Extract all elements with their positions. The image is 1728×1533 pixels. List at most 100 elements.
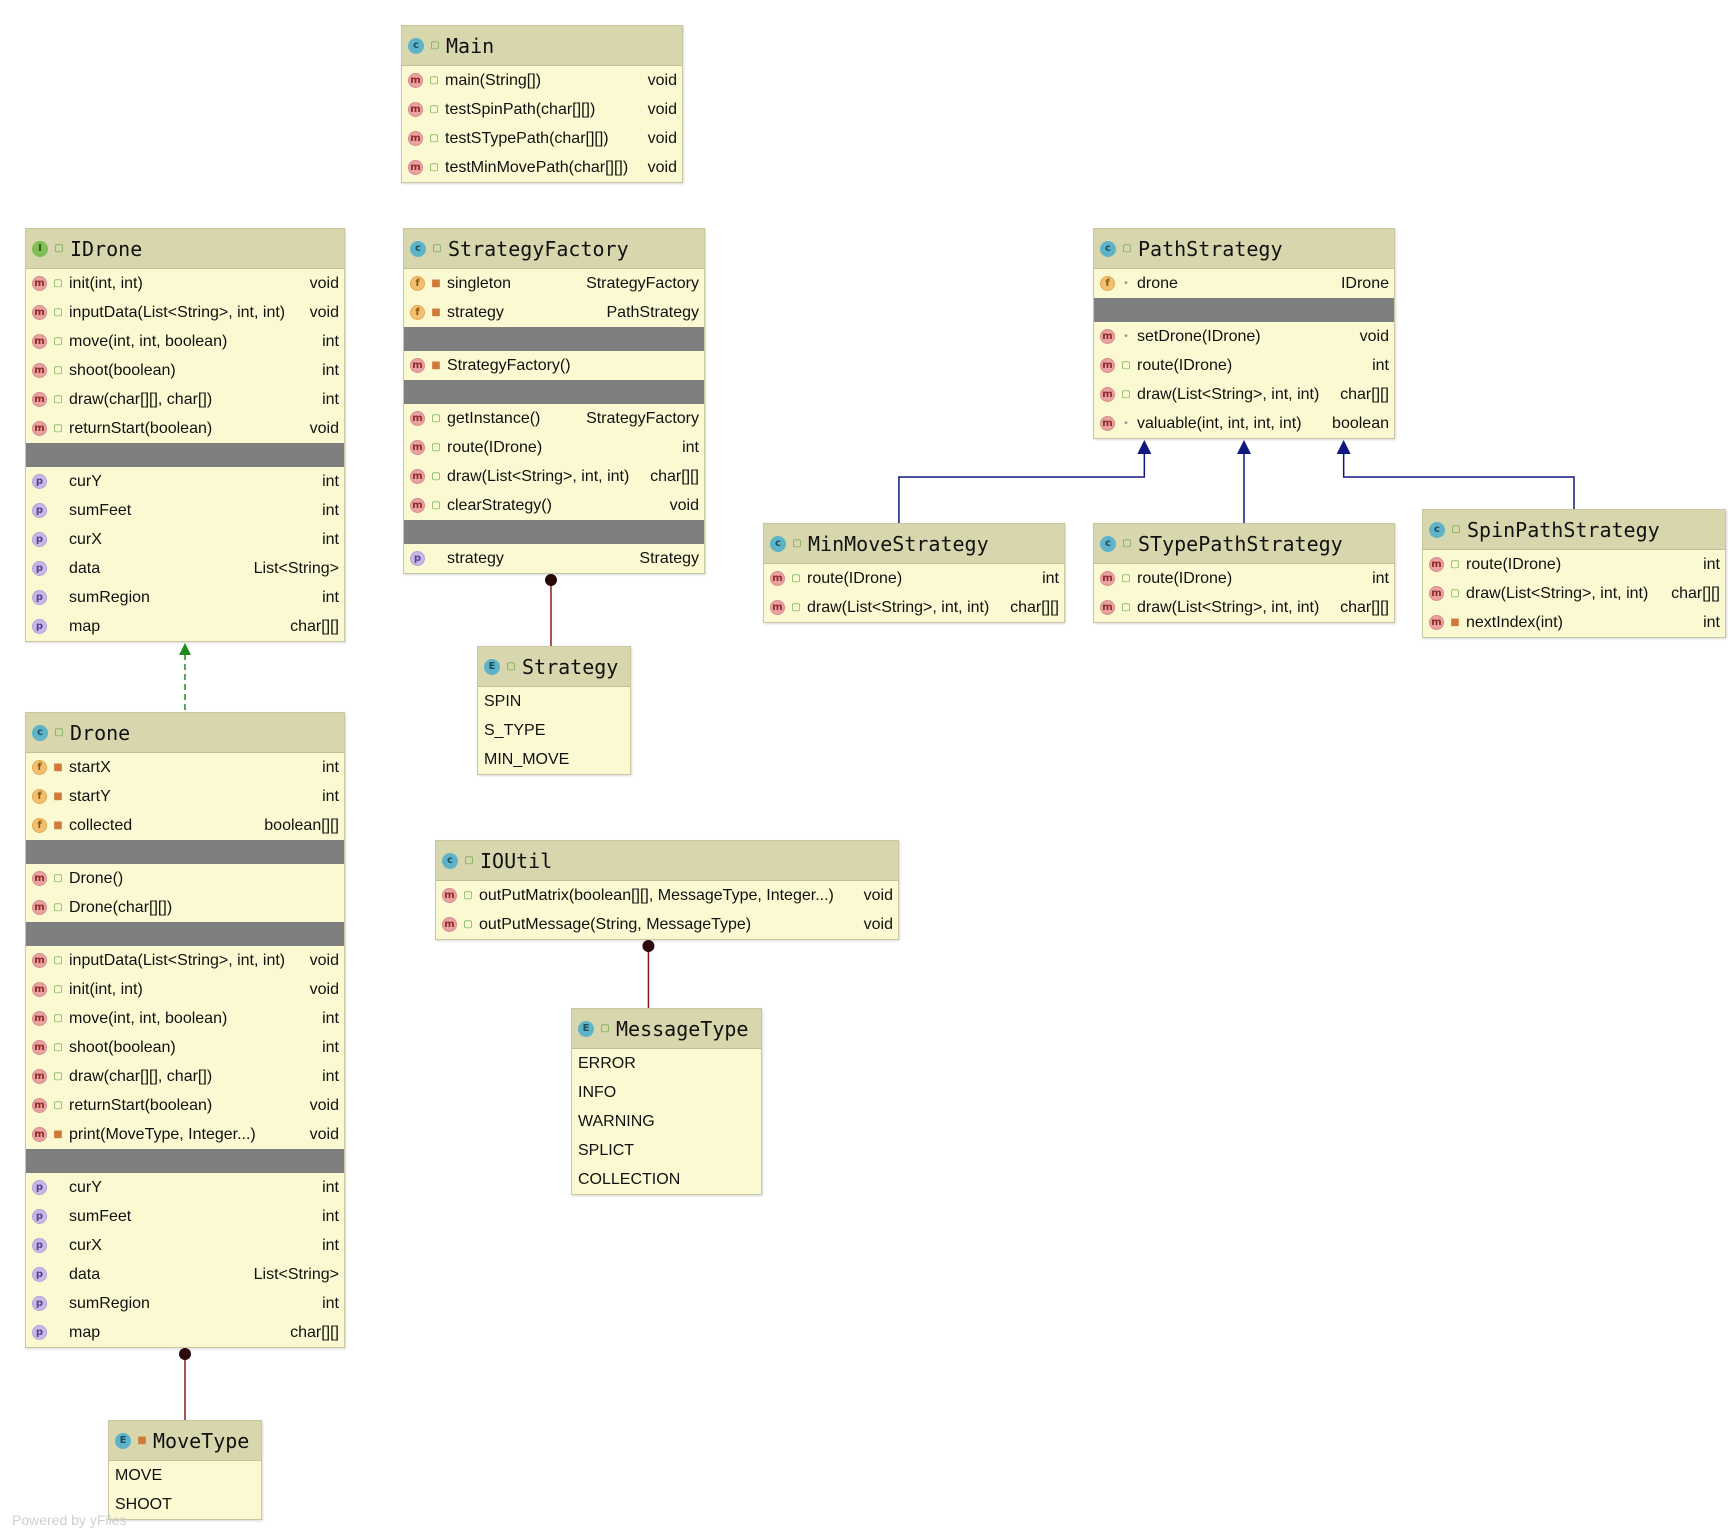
interface-icon: I [32, 240, 48, 257]
method-row[interactable]: m▢route(IDrone)int [1094, 351, 1394, 380]
method-icon: m [1429, 557, 1444, 572]
method-row[interactable]: m▢returnStart(boolean)void [26, 414, 344, 443]
member-name: setDrone(IDrone) [1137, 327, 1261, 345]
method-row[interactable]: m▢Drone() [26, 864, 344, 893]
method-row[interactable]: m▢draw(List<String>, int, int)char[][] [1423, 579, 1725, 608]
method-row[interactable]: m▢route(IDrone)int [764, 564, 1064, 593]
method-row[interactable]: m■StrategyFactory() [404, 351, 704, 380]
method-row[interactable]: m■nextIndex(int)int [1423, 608, 1725, 637]
method-row[interactable]: m▢outPutMatrix(boolean[][], MessageType,… [436, 881, 898, 910]
method-row[interactable]: m▢draw(List<String>, int, int)char[][] [1094, 593, 1394, 622]
property-icon: p [32, 561, 47, 576]
method-row[interactable]: m▢inputData(List<String>, int, int)void [26, 946, 344, 975]
method-row[interactable]: m▢getInstance()StrategyFactory [404, 404, 704, 433]
member-type: int [322, 501, 339, 519]
member-type: void [309, 1096, 339, 1114]
method-row[interactable]: m▢main(String[])void [402, 66, 682, 95]
member-type: int [322, 390, 339, 408]
unlock-icon: ▢ [53, 955, 63, 966]
key-icon: • [1123, 278, 1129, 289]
method-row[interactable]: m▢draw(List<String>, int, int)char[][] [1094, 380, 1394, 409]
method-icon: m [770, 600, 785, 615]
member-name: valuable(int, int, int, int) [1137, 414, 1302, 432]
constant-name: WARNING [578, 1112, 655, 1130]
method-row[interactable]: m▢move(int, int, boolean)int [26, 1004, 344, 1033]
member-type: int [322, 472, 339, 490]
method-row[interactable]: m▢draw(List<String>, int, int)char[][] [404, 462, 704, 491]
enum-constant: MIN_MOVE [478, 745, 630, 774]
method-row[interactable]: m▢testSTypePath(char[][])void [402, 124, 682, 153]
extends-arrowhead [1336, 440, 1351, 454]
member-type: int [1372, 356, 1389, 374]
member-type: PathStrategy [606, 303, 700, 321]
member-name: Drone() [69, 869, 124, 887]
method-row[interactable]: m▢shoot(boolean)int [26, 356, 344, 385]
method-row[interactable]: m▢draw(List<String>, int, int)char[][] [764, 593, 1064, 622]
member-name: curY [69, 472, 102, 490]
method-row[interactable]: m▢Drone(char[][]) [26, 893, 344, 922]
method-row[interactable]: m▢shoot(boolean)int [26, 1033, 344, 1062]
constant-name: SPLICT [578, 1141, 635, 1159]
method-row[interactable]: m▢testMinMovePath(char[][])void [402, 153, 682, 182]
method-row[interactable]: m▢init(int, int)void [26, 975, 344, 1004]
unlock-icon: ▢ [431, 442, 441, 453]
unlock-icon: ▢ [429, 75, 439, 86]
method-row[interactable]: m▢testSpinPath(char[][])void [402, 95, 682, 124]
method-icon: m [32, 276, 47, 291]
method-row[interactable]: m■print(MoveType, Integer...)void [26, 1120, 344, 1149]
method-row[interactable]: m▢draw(char[][], char[])int [26, 385, 344, 414]
method-row[interactable]: m▢route(IDrone)int [404, 433, 704, 462]
method-row[interactable]: m▢inputData(List<String>, int, int)void [26, 298, 344, 327]
method-row[interactable]: m▢draw(char[][], char[])int [26, 1062, 344, 1091]
method-row[interactable]: m•valuable(int, int, int, int)boolean [1094, 409, 1394, 438]
method-row[interactable]: m▢returnStart(boolean)void [26, 1091, 344, 1120]
method-row[interactable]: m▢move(int, int, boolean)int [26, 327, 344, 356]
member-type: int [322, 332, 339, 350]
method-icon: m [1429, 615, 1444, 630]
method-row[interactable]: m▢route(IDrone)int [1094, 564, 1394, 593]
method-row[interactable]: m•setDrone(IDrone)void [1094, 322, 1394, 351]
unlock-icon: ▢ [53, 394, 63, 405]
node-header: c▢MinMoveStrategy [764, 524, 1064, 564]
member-name: route(IDrone) [447, 438, 543, 456]
section-separator [404, 520, 704, 544]
method-row[interactable]: m▢clearStrategy()void [404, 491, 704, 520]
method-row[interactable]: m▢init(int, int)void [26, 269, 344, 298]
node-header: c▢SpinPathStrategy [1423, 510, 1725, 550]
method-row[interactable]: m▢route(IDrone)int [1423, 550, 1725, 579]
method-icon: m [410, 469, 425, 484]
method-row[interactable]: m▢outPutMessage(String, MessageType)void [436, 910, 898, 939]
member-type: int [322, 1067, 339, 1085]
